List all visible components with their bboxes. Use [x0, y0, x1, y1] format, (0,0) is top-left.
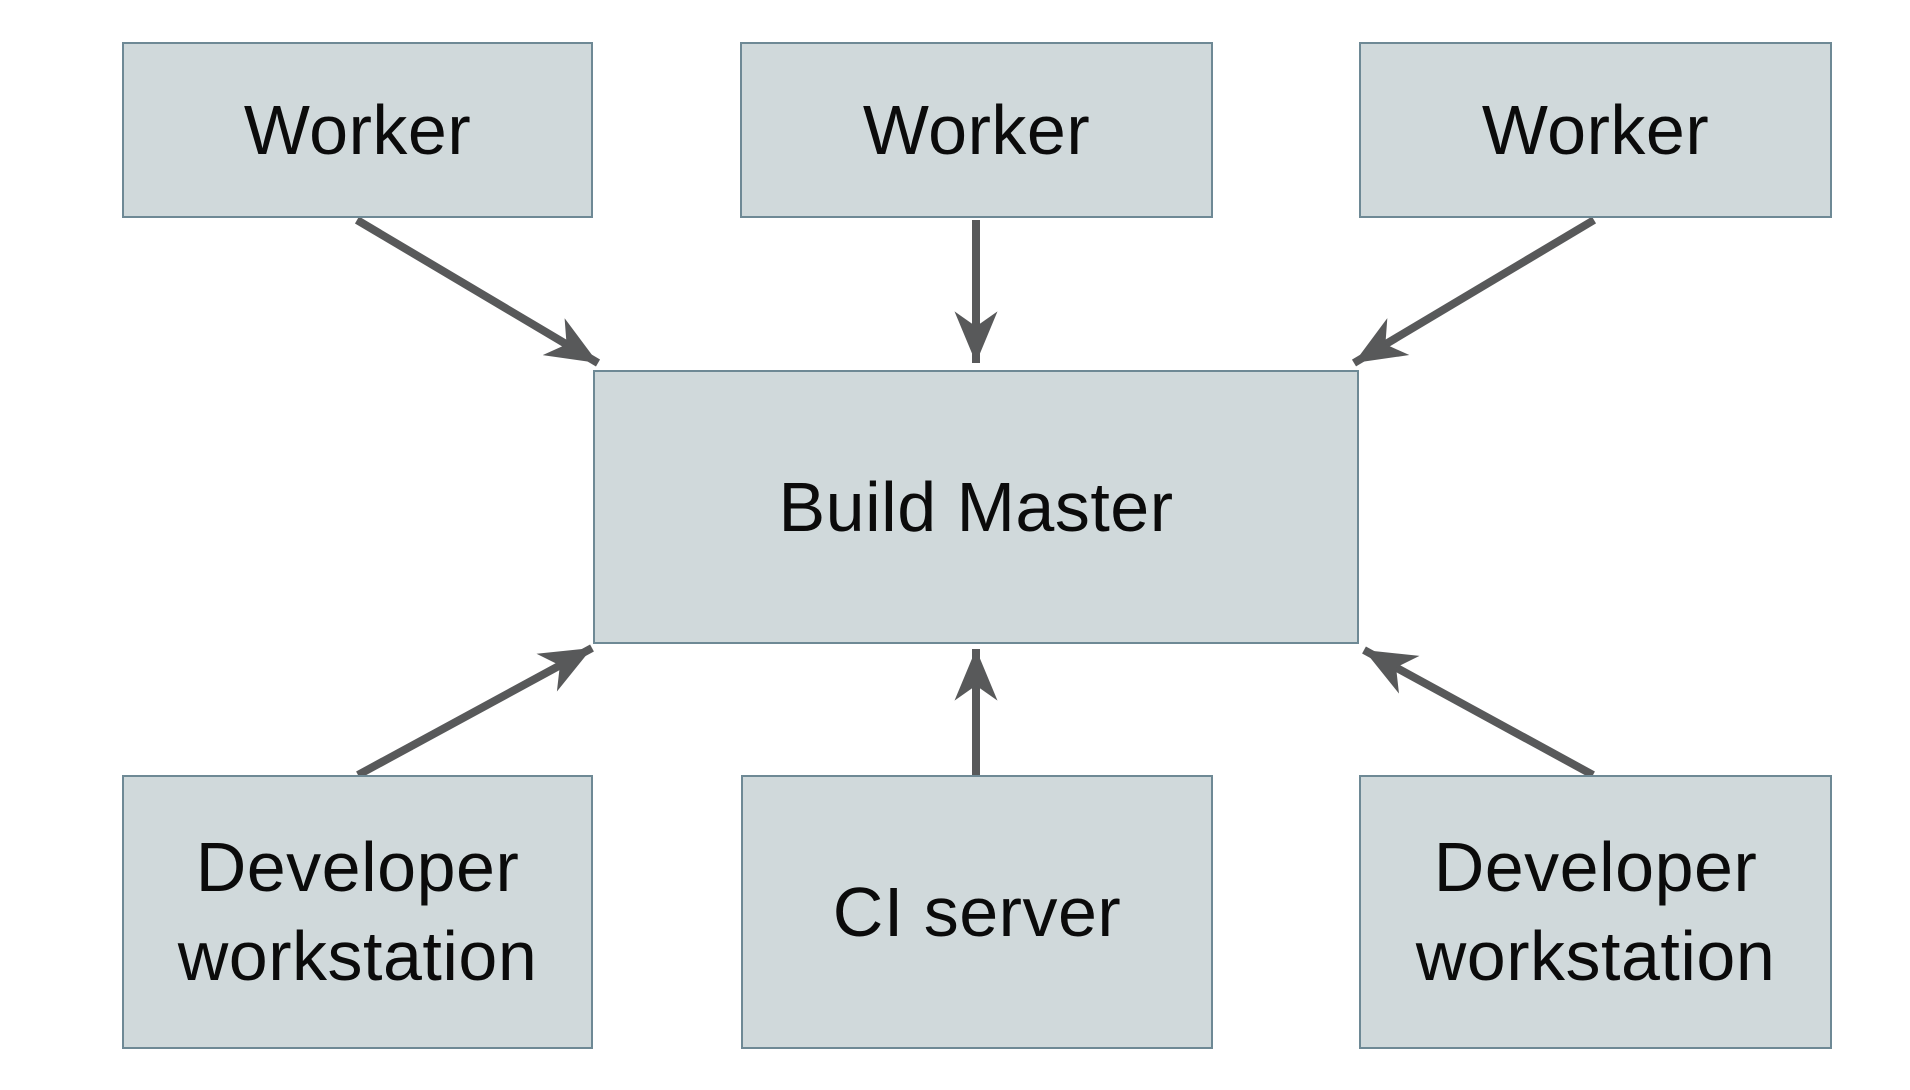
edge-developer-workstation-2-to-build-master — [1362, 646, 1595, 779]
edge-worker-3-to-build-master — [1351, 216, 1597, 367]
node-label-developer-workstation-1: Developer workstation — [177, 828, 538, 995]
node-ci-server: CI server — [741, 775, 1213, 1049]
node-label-worker-1: Worker — [243, 90, 472, 169]
edge-developer-workstation-1-to-build-master — [356, 644, 594, 779]
node-worker-3: Worker — [1359, 42, 1832, 218]
node-worker-1: Worker — [122, 42, 593, 218]
node-developer-workstation-1: Developer workstation — [122, 775, 593, 1049]
edge-worker-1-to-build-master — [354, 216, 601, 367]
node-worker-2: Worker — [740, 42, 1213, 218]
node-label-developer-workstation-2: Developer workstation — [1415, 828, 1776, 995]
node-label-worker-3: Worker — [1481, 90, 1710, 169]
node-label-ci-server: CI server — [832, 872, 1122, 951]
node-label-build-master: Build Master — [778, 467, 1174, 546]
node-label-worker-2: Worker — [862, 90, 1091, 169]
node-build-master: Build Master — [593, 370, 1359, 644]
node-developer-workstation-2: Developer workstation — [1359, 775, 1832, 1049]
